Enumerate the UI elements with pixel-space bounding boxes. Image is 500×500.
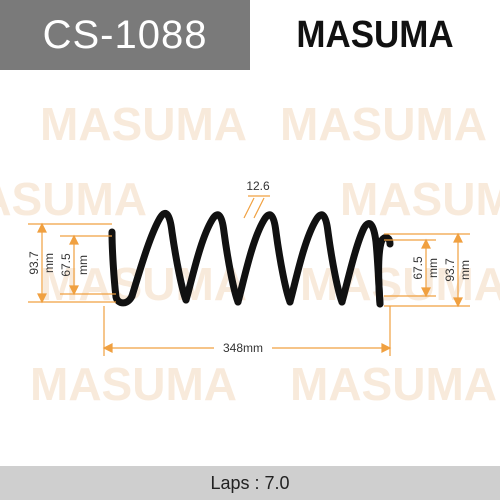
right-outer-diameter-unit: mm: [458, 260, 472, 280]
left-outer-diameter-unit: mm: [42, 253, 56, 273]
arrowhead: [453, 297, 463, 308]
laps-value: 7.0: [264, 472, 290, 493]
spring-coil: [182, 211, 242, 306]
arrowhead: [69, 234, 79, 245]
brand-header: MASUMA: [260, 0, 490, 70]
coil-spring: [108, 210, 394, 308]
arrowhead: [453, 232, 463, 243]
laps-separator: :: [249, 472, 265, 493]
dimension-labels: 12.6 93.7 mm 67.5 mm 67.5 mm 93.7 mm 348…: [27, 179, 472, 355]
watermark: MASUMA: [290, 358, 497, 410]
brand-logo: MASUMA: [296, 13, 454, 56]
left-inner-diameter-unit: mm: [76, 255, 90, 275]
arrowhead: [421, 287, 431, 298]
spring-coil: [234, 211, 294, 306]
spring-coil: [128, 210, 190, 304]
left-inner-diameter-value: 67.5: [59, 253, 73, 277]
spring-drawing: MASUMA MASUMA MASUMA MASUMA MASUMA MASUM…: [0, 98, 500, 410]
spring-coil: [286, 211, 346, 306]
arrowhead: [102, 343, 113, 353]
watermark: MASUMA: [30, 358, 237, 410]
left-outer-diameter-value: 93.7: [27, 251, 41, 275]
spring-end-coil-left: [108, 228, 136, 307]
wire-diameter-label: 12.6: [246, 179, 270, 193]
arrowhead: [37, 293, 47, 304]
watermark: MASUMA: [280, 98, 487, 150]
laps-label: Laps: [210, 472, 250, 493]
footer-bar: Laps : 7.0: [0, 466, 500, 500]
arrowhead: [69, 285, 79, 296]
free-length-label: 348mm: [223, 341, 263, 355]
right-outer-diameter-value: 93.7: [443, 258, 457, 282]
part-number-header: CS-1088: [0, 0, 250, 70]
watermark: MASUMA: [340, 173, 500, 225]
arrowhead: [421, 238, 431, 249]
right-inner-diameter-value: 67.5: [411, 256, 425, 280]
part-number: CS-1088: [42, 12, 208, 57]
leader-line: [253, 197, 265, 219]
dimension-lines: [28, 195, 470, 356]
arrowhead: [37, 222, 47, 233]
arrowhead: [381, 343, 392, 353]
watermark: MASUMA: [40, 98, 247, 150]
watermark: MASUMA: [0, 173, 147, 225]
right-inner-diameter-unit: mm: [426, 258, 440, 278]
leader-line: [243, 197, 255, 219]
